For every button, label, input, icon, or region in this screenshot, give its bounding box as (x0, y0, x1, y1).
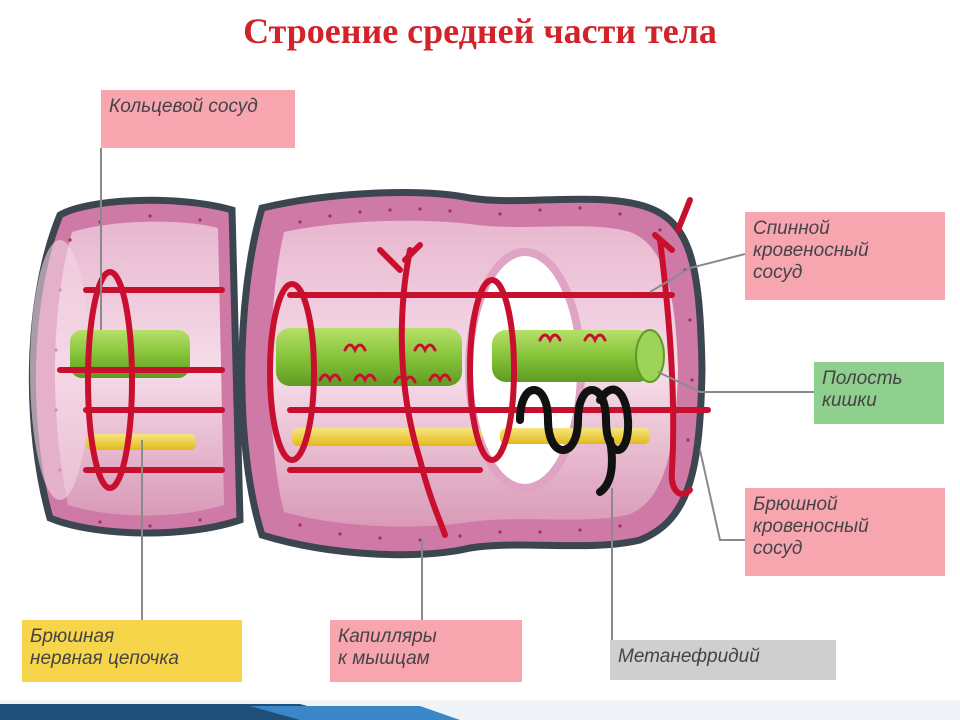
label-line: нервная цепочка (30, 648, 179, 669)
label-line: кишки (822, 390, 877, 411)
label-line: Метанефридий (618, 646, 760, 667)
label-nerve-chain: Брюшная нервная цепочка (22, 620, 242, 682)
label-dorsal-vessel: Спинной кровеносный сосуд (745, 212, 945, 300)
label-ventral-vessel: Брюшной кровеносный сосуд (745, 488, 945, 576)
metanephridium-shape (516, 385, 633, 496)
label-gut-cavity: Полость кишки (814, 362, 944, 424)
label-line: к мышцам (338, 648, 430, 669)
footer-bar (0, 700, 960, 720)
label-line: Спинной (753, 218, 830, 239)
label-line: Кольцевой сосуд (109, 96, 258, 117)
label-line: сосуд (753, 262, 803, 283)
label-line: Брюшная (30, 626, 115, 647)
label-line: Полость (822, 368, 903, 389)
blood-vessels (57, 197, 711, 538)
label-line: сосуд (753, 538, 803, 559)
label-line: Брюшной (753, 494, 838, 515)
label-ring-vessel: Кольцевой сосуд (101, 90, 295, 148)
label-line: кровеносный (753, 516, 869, 537)
label-line: кровеносный (753, 240, 869, 261)
page-title: Строение средней части тела (243, 11, 717, 51)
label-line: Капилляры (338, 626, 437, 647)
label-capillaries: Капилляры к мышцам (330, 620, 522, 682)
leader-lines (100, 148, 814, 640)
label-metanephridium: Метанефридий (610, 640, 836, 680)
